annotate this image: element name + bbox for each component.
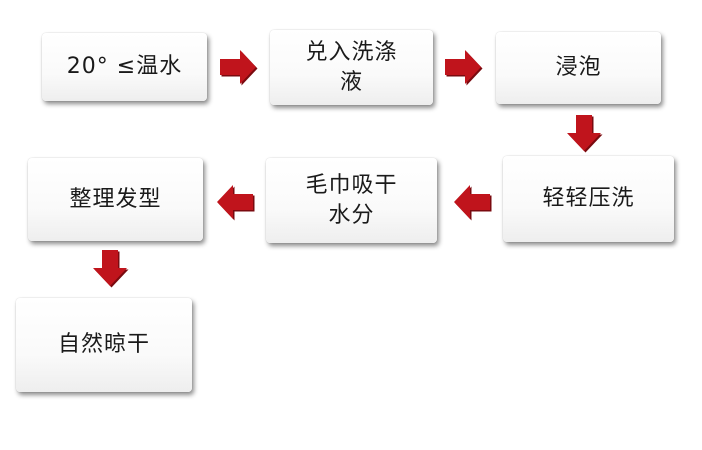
step-soak-label: 浸泡 xyxy=(555,55,602,80)
step-press-wash-box: 轻轻压洗 xyxy=(503,156,674,242)
arrow-down-1-icon xyxy=(564,113,604,153)
step-air-dry-box: 自然晾干 xyxy=(16,298,192,392)
arrow-right-2-icon xyxy=(443,47,483,87)
step-towel-line2: 水分 xyxy=(328,202,375,228)
step-shape-label: 整理发型 xyxy=(69,186,162,212)
step-water-box: 20° ≤温水 xyxy=(42,33,207,101)
step-detergent-line1: 兑入洗涤 xyxy=(305,39,398,65)
arrow-down-2-icon xyxy=(90,248,130,288)
step-shape-box: 整理发型 xyxy=(28,158,203,241)
step-air-dry-label: 自然晾干 xyxy=(57,332,150,357)
step-detergent-box: 兑入洗涤 液 xyxy=(270,30,433,105)
step-press-wash-label: 轻轻压洗 xyxy=(542,186,635,211)
step-soak-box: 浸泡 xyxy=(496,32,661,104)
arrow-left-1-icon xyxy=(215,182,255,222)
arrow-right-1-icon xyxy=(218,47,258,87)
step-towel-line1: 毛巾吸干 xyxy=(305,172,398,198)
step-detergent-line2: 液 xyxy=(339,69,363,95)
arrow-left-2-icon xyxy=(452,182,492,222)
step-water-label: 20° ≤温水 xyxy=(66,54,183,79)
step-towel-box: 毛巾吸干 水分 xyxy=(266,158,437,243)
